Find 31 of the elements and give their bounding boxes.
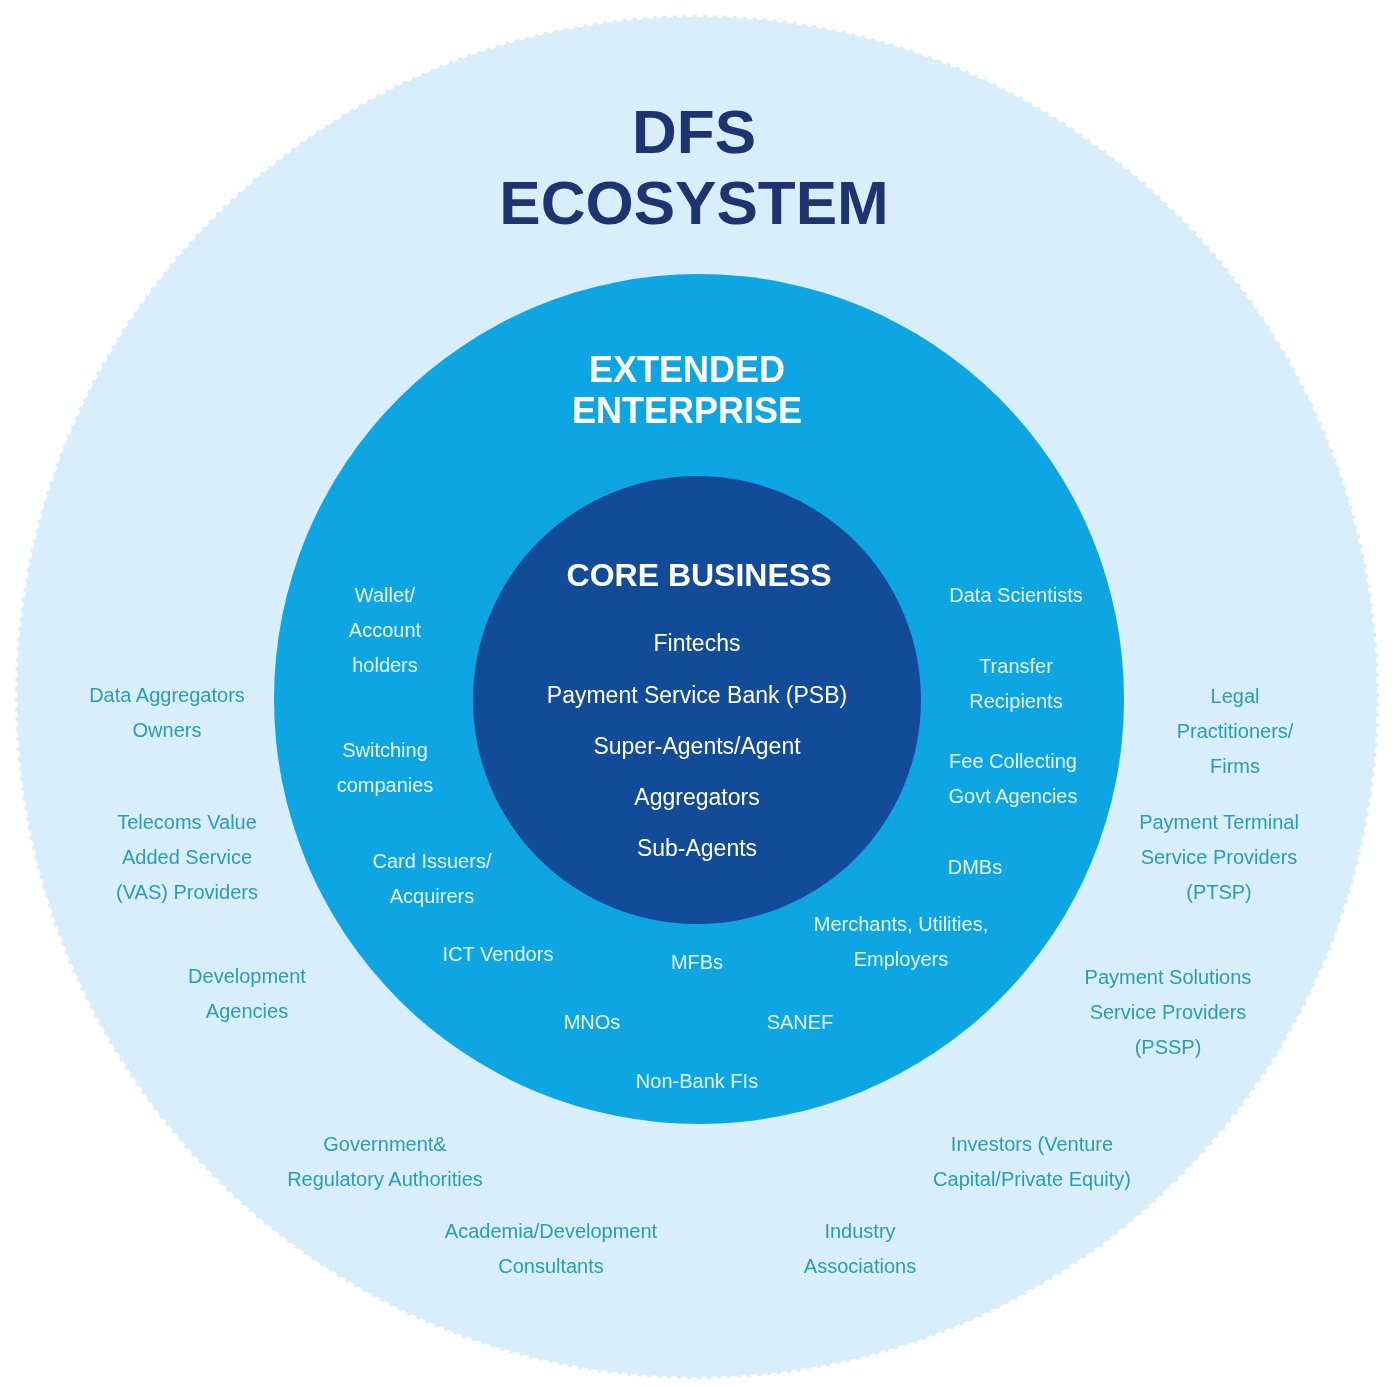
stakeholder-label: Payment Terminal Service Providers (PTSP) [1138, 809, 1300, 905]
stakeholder-label: DMBs [946, 854, 1004, 880]
stakeholder-label: Data Aggregators Owners [88, 683, 246, 743]
stakeholder-label: MFBs [669, 949, 725, 975]
circle-heading: EXTENDED ENTERPRISE [570, 348, 803, 432]
stakeholder-label: Legal Practitioners/ Firms [1175, 683, 1295, 779]
stakeholder-label: Fintechs [652, 628, 742, 658]
stakeholder-label: Development Agencies [187, 964, 307, 1024]
stakeholder-label: Switching companies [335, 738, 435, 798]
circle-heading: CORE BUSINESS [565, 556, 833, 594]
stakeholder-label: Data Scientists [948, 582, 1084, 608]
stakeholder-label: ICT Vendors [441, 941, 555, 967]
stakeholder-label: Government& Regulatory Authorities [286, 1132, 484, 1192]
stakeholder-label: SANEF [765, 1009, 835, 1035]
stakeholder-label: Investors (Venture Capital/Private Equity) [932, 1132, 1132, 1192]
stakeholder-label: Fee Collecting Govt Agencies [947, 749, 1079, 809]
stakeholder-label: Sub-Agents [635, 833, 759, 863]
stakeholder-label: MNOs [562, 1009, 622, 1035]
stakeholder-label: Wallet/ Account holders [347, 582, 423, 678]
stakeholder-label: Industry Associations [802, 1219, 918, 1279]
stakeholder-label: Payment Solutions Service Providers (PSSP) [1083, 964, 1253, 1060]
stakeholder-label: Telecoms Value Added Service (VAS) Providers [115, 809, 259, 905]
circle-heading: DFS ECOSYSTEM [498, 95, 890, 239]
stakeholder-label: Payment Service Bank (PSB) [545, 680, 849, 710]
stakeholder-label: Merchants, Utilities, Employers [812, 912, 990, 972]
stakeholder-label: Transfer Recipients [968, 654, 1064, 714]
stakeholder-label: Super-Agents/Agent [592, 731, 802, 761]
stakeholder-label: Card Issuers/ Acquirers [371, 849, 493, 909]
stakeholder-label: Aggregators [633, 782, 761, 812]
stakeholder-label: Academia/Development Consultants [443, 1219, 659, 1279]
stakeholder-label: Non-Bank FIs [634, 1068, 760, 1094]
